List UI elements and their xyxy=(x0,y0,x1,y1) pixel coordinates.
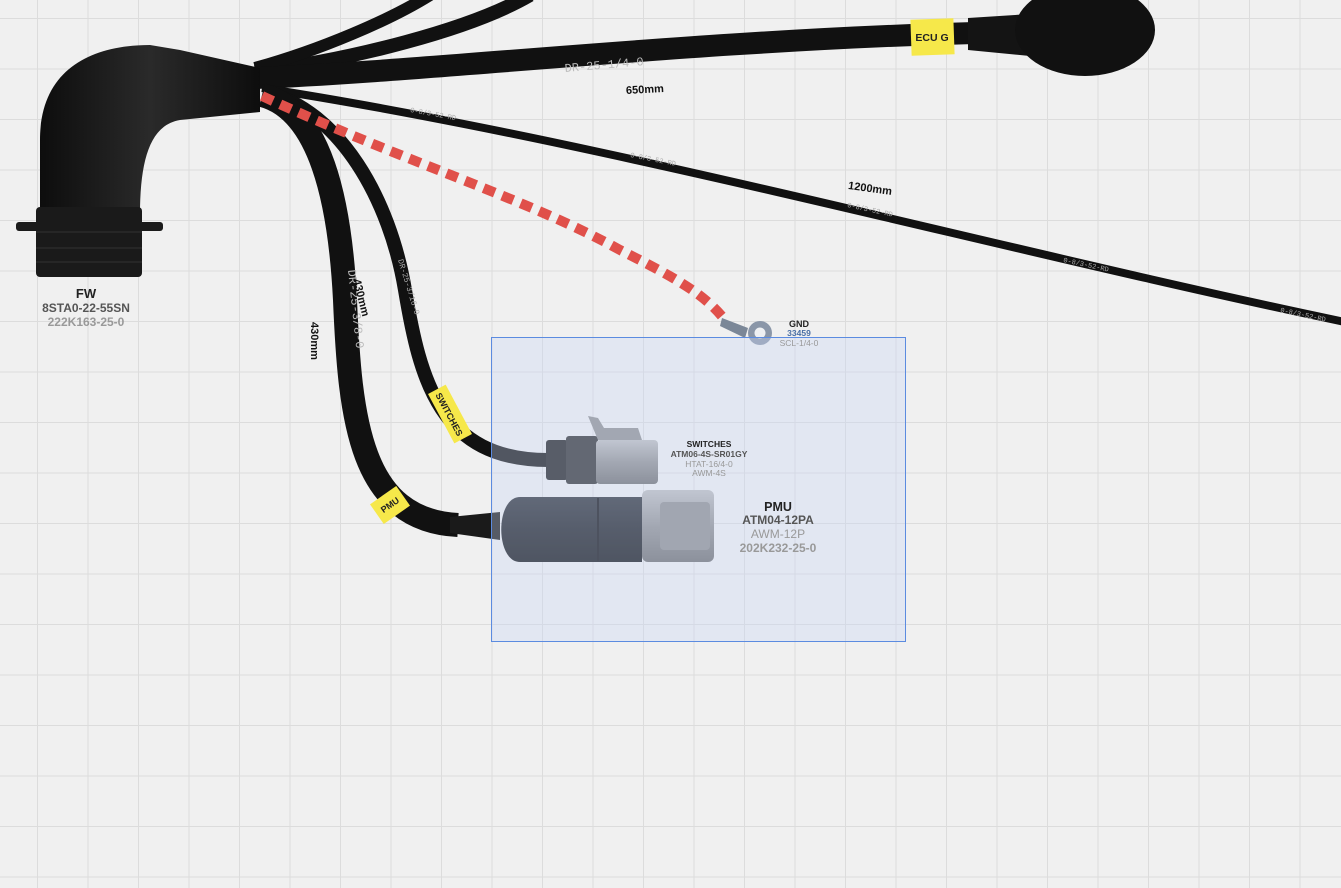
fw-connector[interactable] xyxy=(16,45,260,277)
switches-tag[interactable]: SWITCHES xyxy=(428,384,472,444)
ecu-cable[interactable] xyxy=(254,22,976,89)
fw-label: FW 8STA0-22-55SN 222K163-25-0 xyxy=(27,286,145,330)
long-wire-text-4: 0-8/3-52-RD xyxy=(1062,257,1109,274)
gnd-ring-terminal[interactable] xyxy=(720,318,772,345)
gnd-sub: SCL-1/4-0 xyxy=(779,338,819,349)
gnd-part: 33459 xyxy=(787,328,811,339)
pmu-name: PMU xyxy=(764,500,792,514)
switches-label: SWITCHES ATM06-4S-SR01GY HTAT-16/4-0 AWM… xyxy=(664,439,754,479)
gnd-wire[interactable] xyxy=(259,91,729,324)
switches-sub1: HTAT-16/4-0 xyxy=(685,458,733,469)
gnd-name: GND xyxy=(789,319,809,329)
ecu-tag-text: ECU G xyxy=(915,32,948,44)
pmu-length-label: 430mm xyxy=(308,322,320,360)
pmu-connector[interactable] xyxy=(450,490,714,562)
switches-part: ATM06-4S-SR01GY xyxy=(670,448,748,459)
switches-connector[interactable] xyxy=(546,416,658,484)
fw-part: 8STA0-22-55SN xyxy=(42,300,130,315)
fw-sub: 222K163-25-0 xyxy=(47,314,125,329)
switches-name: SWITCHES xyxy=(686,439,732,449)
pmu-sub1: AWM-12P xyxy=(750,527,806,542)
fw-name: FW xyxy=(75,286,97,301)
upper-cable-2[interactable] xyxy=(253,0,434,74)
ecu-sleeve-text: DR-25-1/4-0 xyxy=(564,55,644,76)
switches-sub2: AWM-4S xyxy=(692,468,726,479)
pmu-tag[interactable]: PMU xyxy=(370,485,410,525)
gnd-label: GND 33459 SCL-1/4-0 xyxy=(770,319,828,349)
switches-cable[interactable] xyxy=(263,85,549,467)
pmu-part: ATM04-12PA xyxy=(742,513,814,528)
pmu-label: PMU ATM04-12PA AWM-12P 202K232-25-0 xyxy=(725,500,831,556)
ecu-length-label: 650mm xyxy=(625,83,665,97)
long-wire[interactable] xyxy=(261,84,1341,326)
selection-box[interactable] xyxy=(491,337,906,642)
ecu-tag[interactable]: ECU G xyxy=(910,18,955,56)
pmu-sub2: 202K232-25-0 xyxy=(739,540,817,555)
ecu-boot[interactable] xyxy=(968,0,1155,76)
